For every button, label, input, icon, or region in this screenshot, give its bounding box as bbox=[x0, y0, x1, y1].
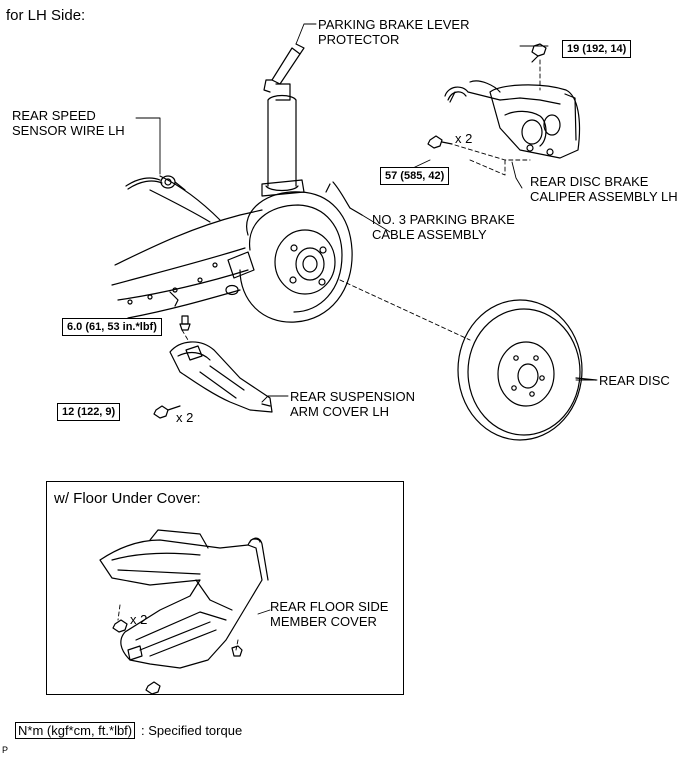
label-line: CABLE ASSEMBLY bbox=[372, 227, 487, 242]
rear-disc-part bbox=[457, 299, 597, 441]
label-line: MEMBER COVER bbox=[270, 614, 377, 629]
torque-caliper-bolt: 57 (585, 42) bbox=[380, 167, 450, 185]
legend-torque-box: N*m (kgf*cm, ft.*lbf) bbox=[15, 722, 136, 739]
brake-backing-plate bbox=[225, 191, 353, 323]
label-line: REAR SUSPENSION bbox=[290, 389, 415, 404]
label-parking-brake-lever-protector: PARKING BRAKE LEVER PROTECTOR bbox=[318, 17, 469, 47]
rear-suspension-arm bbox=[111, 175, 263, 319]
parking-brake-lever-protector-part bbox=[263, 43, 305, 93]
rear-suspension-arm-cover-part bbox=[169, 341, 273, 413]
page-title: for LH Side: bbox=[6, 7, 86, 24]
label-line: PARKING BRAKE LEVER bbox=[318, 17, 470, 32]
shock-absorber bbox=[261, 83, 305, 197]
rear-floor-side-member-cover-part bbox=[99, 529, 269, 669]
parking-cable-leader-line bbox=[332, 181, 363, 216]
label-line: ARM COVER LH bbox=[290, 404, 389, 419]
torque-arm-cover-side: 12 (122, 9) bbox=[57, 403, 121, 421]
label-line: NO. 3 PARKING BRAKE bbox=[372, 212, 515, 227]
label-rear-disc-brake-caliper: REAR DISC BRAKE CALIPER ASSEMBLY LH bbox=[530, 174, 678, 204]
label-rear-suspension-arm-cover: REAR SUSPENSION ARM COVER LH bbox=[290, 389, 415, 419]
inset-title: w/ Floor Under Cover: bbox=[54, 490, 201, 507]
label-rear-disc: REAR DISC bbox=[599, 373, 670, 388]
label-rear-floor-side-member-cover: REAR FLOOR SIDE MEMBER COVER bbox=[270, 599, 388, 629]
brake-hose bbox=[444, 80, 501, 103]
figure-code: P bbox=[2, 745, 9, 755]
inset-floor-under-cover: w/ Floor Under Cover: bbox=[46, 481, 404, 695]
arm-cover-top-bolt bbox=[179, 315, 191, 331]
torque-arm-cover-top: 6.0 (61, 53 in.*lbf) bbox=[62, 318, 162, 336]
qty-caliper-bolt: x 2 bbox=[455, 131, 473, 146]
label-rear-speed-sensor-wire: REAR SPEED SENSOR WIRE LH bbox=[12, 108, 125, 138]
label-no3-parking-brake-cable: NO. 3 PARKING BRAKE CABLE ASSEMBLY bbox=[372, 212, 515, 242]
label-line: REAR FLOOR SIDE bbox=[270, 599, 389, 614]
torque-caliper-upper: 19 (192, 14) bbox=[562, 40, 632, 58]
alignment-lines bbox=[117, 59, 541, 651]
label-line: CALIPER ASSEMBLY LH bbox=[530, 189, 678, 204]
speed-sensor-wire bbox=[125, 175, 186, 191]
leader-lines bbox=[135, 23, 598, 615]
qty-arm-cover-side: x 2 bbox=[176, 410, 194, 425]
label-line: SENSOR WIRE LH bbox=[12, 123, 125, 138]
brake-caliper bbox=[489, 84, 581, 159]
arm-cover-side-bolt bbox=[153, 405, 181, 419]
caliper-mounting-bolt bbox=[427, 135, 453, 149]
label-line: PROTECTOR bbox=[318, 32, 400, 47]
caliper-upper-bolt bbox=[531, 43, 547, 63]
legend-description: : Specified torque bbox=[141, 723, 243, 738]
floor-cover-bolts bbox=[112, 619, 243, 695]
qty-floor-cover: x 2 bbox=[130, 612, 148, 627]
label-line: REAR DISC BRAKE bbox=[530, 174, 649, 189]
label-line: REAR SPEED bbox=[12, 108, 96, 123]
